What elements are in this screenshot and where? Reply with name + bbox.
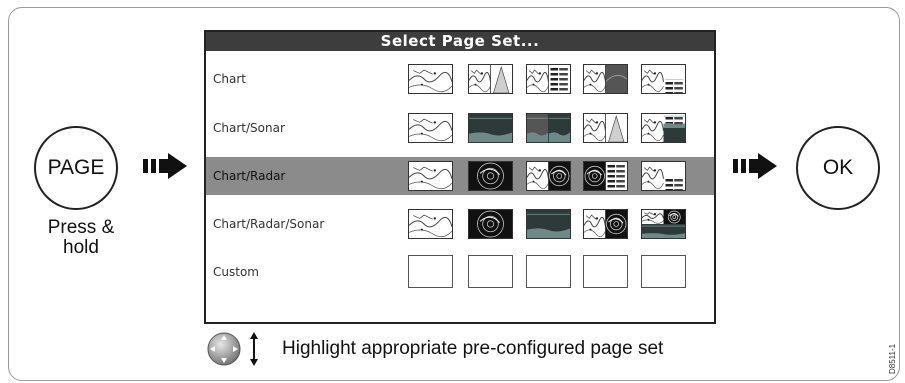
illustration-frame bbox=[8, 7, 900, 381]
ok-button-label: OK bbox=[822, 156, 854, 179]
arrow-right-icon bbox=[143, 153, 187, 179]
arrow-right-icon bbox=[733, 153, 777, 179]
page-layout-thumbnail-radar-data bbox=[583, 161, 628, 191]
page-set-row-label: Chart/Radar/Sonar bbox=[213, 217, 325, 231]
page-set-row-chart-radar-sonar[interactable]: Chart/Radar/Sonar bbox=[206, 205, 714, 243]
page-set-row-custom[interactable]: Custom bbox=[206, 253, 714, 291]
page-layout-thumbnail-chart-radar-data bbox=[641, 161, 686, 191]
page-layout-thumbnail-chart bbox=[408, 209, 453, 239]
page-layout-thumbnail-sonar bbox=[468, 113, 513, 143]
page-layout-thumbnail-chart-radar-dark bbox=[583, 64, 628, 94]
page-layout-thumbnail-chart-sonar-split bbox=[468, 64, 513, 94]
page-layout-thumbnail-radar bbox=[468, 209, 513, 239]
page-button-label: PAGE bbox=[47, 156, 105, 179]
empty-page-thumbnail bbox=[641, 255, 686, 288]
empty-page-thumbnail bbox=[408, 255, 453, 288]
page-layout-thumbnail-chart bbox=[408, 113, 453, 143]
trackpad-icon bbox=[207, 332, 258, 366]
page-layout-thumbnail-sonar bbox=[526, 209, 571, 239]
page-layout-thumbnail-chart-radar bbox=[583, 209, 628, 239]
page-set-row-chart-sonar[interactable]: Chart/Sonar bbox=[206, 109, 714, 147]
footer-text: Highlight appropriate pre-configured pag… bbox=[282, 338, 664, 359]
empty-page-thumbnail bbox=[583, 255, 628, 288]
page-layout-thumbnail-chart-radar bbox=[526, 161, 571, 191]
page-set-row-chart-radar[interactable]: Chart/Radar bbox=[206, 157, 714, 195]
page-set-row-label: Chart/Radar bbox=[213, 169, 286, 183]
empty-page-thumbnail bbox=[526, 255, 571, 288]
page-set-row-label: Chart bbox=[213, 72, 246, 86]
page-button[interactable]: PAGE bbox=[34, 126, 118, 210]
page-layout-thumbnail-chart-sonar-data bbox=[641, 113, 686, 143]
page-layout-thumbnail-chart-radar-sonar bbox=[641, 209, 686, 239]
page-set-row-label: Chart/Sonar bbox=[213, 121, 285, 135]
page-layout-thumbnail-chart-data-split bbox=[641, 64, 686, 94]
page-set-row-label: Custom bbox=[213, 265, 259, 279]
press-hold-hint: Press & hold bbox=[47, 217, 115, 258]
page-layout-thumbnail-sonar-split bbox=[526, 113, 571, 143]
page-layout-thumbnail-chart bbox=[408, 161, 453, 191]
doc-id: D8511-1 bbox=[888, 343, 897, 374]
ok-button[interactable]: OK bbox=[796, 126, 880, 210]
page-layout-thumbnail-chart bbox=[408, 64, 453, 94]
page-layout-thumbnail-radar bbox=[468, 161, 513, 191]
dialog-title: Select Page Set... bbox=[206, 32, 714, 51]
page-set-row-chart[interactable]: Chart bbox=[206, 60, 714, 98]
page-layout-thumbnail-chart-sonar-split bbox=[583, 113, 628, 143]
page-layout-thumbnail-chart-data bbox=[526, 64, 571, 94]
select-page-set-dialog: Select Page Set... Chart Chart/Sonar bbox=[204, 30, 716, 324]
empty-page-thumbnail bbox=[468, 255, 513, 288]
